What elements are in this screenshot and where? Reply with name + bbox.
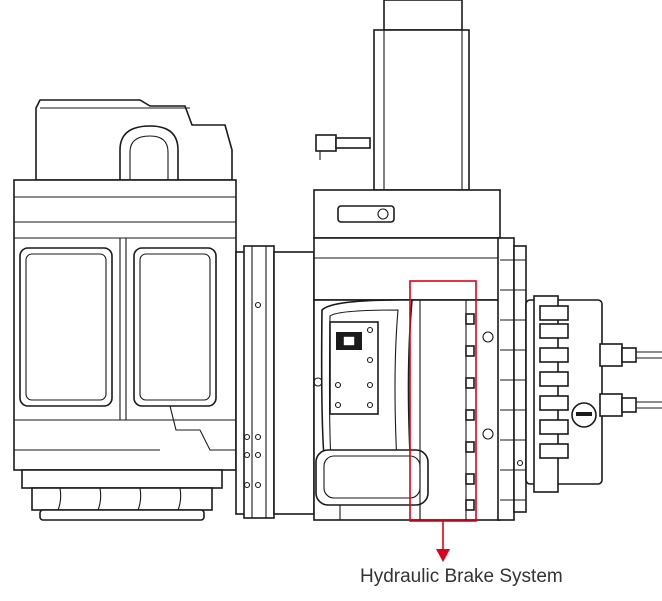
callout-label: Hydraulic Brake System <box>360 566 563 587</box>
right-housing <box>313 189 527 521</box>
top-column <box>315 0 470 191</box>
left-housing <box>13 99 237 521</box>
callout-arrowhead <box>436 549 450 562</box>
center-flange <box>235 245 315 519</box>
hydraulic-fittings <box>525 295 662 493</box>
